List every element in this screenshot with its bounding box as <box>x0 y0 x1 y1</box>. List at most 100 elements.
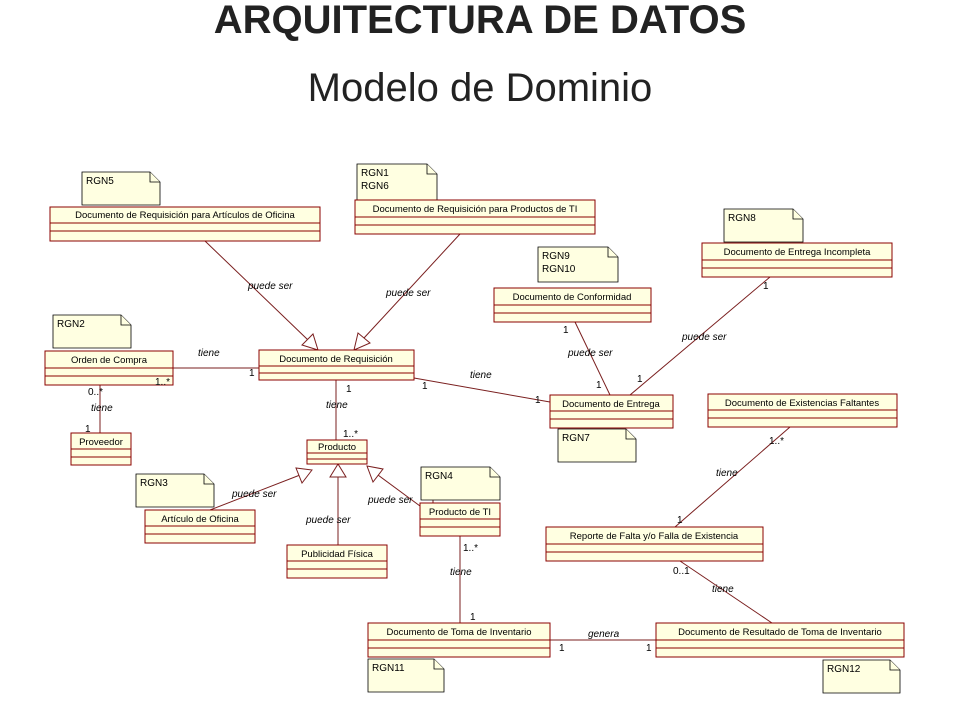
label-puede-ser: puede ser <box>681 332 727 343</box>
note-rgn7: RGN7 <box>557 428 637 463</box>
label-tiene: tiene <box>326 400 348 411</box>
gen-arrowhead <box>295 467 313 485</box>
page-subtitle: Modelo de Dominio <box>307 66 653 110</box>
assoc-incompleta-entrega <box>629 276 771 396</box>
class-name: Documento de Existencias Faltantes <box>725 398 879 409</box>
gen-req-ti <box>363 233 461 339</box>
multiplicity: 1..* <box>155 377 170 388</box>
multiplicity: 1 <box>596 380 602 391</box>
multiplicity: 1 <box>422 381 428 392</box>
association-labels: puede ser puede ser puede ser puede ser … <box>91 281 738 640</box>
class-requisicion: Documento de Requisición <box>258 349 415 381</box>
gen-arrowhead <box>366 465 384 484</box>
class-conformidad: Documento de Conformidad <box>493 287 652 323</box>
class-name: Documento de Toma de Inventario <box>386 627 531 638</box>
label-puede-ser: puede ser <box>367 495 413 506</box>
note-rgn5: RGN5 <box>81 171 161 206</box>
class-entrega-incompleta: Documento de Entrega Incompleta <box>701 242 893 278</box>
assoc-requisicion-entrega <box>413 377 551 403</box>
gen-arrowhead <box>301 333 319 351</box>
multiplicity: 1 <box>563 325 569 336</box>
multiplicity: 1..* <box>343 429 358 440</box>
class-name: Documento de Entrega <box>562 399 660 410</box>
class-publicidad: Publicidad Física <box>286 544 388 579</box>
multiplicity: 1 <box>470 612 476 623</box>
multiplicity: 1 <box>677 515 683 526</box>
class-articulo-oficina: Artículo de Oficina <box>144 509 256 544</box>
class-name: Orden de Compra <box>71 355 148 366</box>
class-req-oficina: Documento de Requisición para Artículos … <box>49 206 321 242</box>
class-name: Reporte de Falta y/o Falla de Existencia <box>570 531 739 542</box>
note-rgn12: RGN12 <box>822 659 901 694</box>
note-text: RGN7 <box>562 433 590 444</box>
gen-productoti-producto <box>377 474 421 507</box>
label-genera: genera <box>588 629 620 640</box>
note-rgn8: RGN8 <box>723 208 804 243</box>
note-text: RGN10 <box>542 264 576 275</box>
class-name: Producto de TI <box>429 507 491 518</box>
class-name: Publicidad Física <box>301 549 374 560</box>
label-puede-ser: puede ser <box>567 348 613 359</box>
gen-arrowhead <box>329 463 347 478</box>
class-producto-ti: Producto de TI <box>419 502 501 537</box>
class-name: Documento de Entrega Incompleta <box>724 247 872 258</box>
note-rgn9-rgn10: RGN9 RGN10 <box>537 246 619 283</box>
label-puede-ser: puede ser <box>231 489 277 500</box>
class-proveedor: Proveedor <box>70 432 132 466</box>
note-rgn3: RGN3 <box>135 473 215 508</box>
note-rgn4: RGN4 <box>420 466 501 501</box>
class-name: Documento de Requisición para Artículos … <box>75 210 295 221</box>
label-tiene: tiene <box>91 403 113 414</box>
class-name: Documento de Conformidad <box>513 292 632 303</box>
label-tiene: tiene <box>712 584 734 595</box>
note-text: RGN12 <box>827 664 861 675</box>
class-name: Documento de Requisición <box>279 354 393 365</box>
multiplicity: 1 <box>85 424 91 435</box>
note-rgn11: RGN11 <box>367 658 445 693</box>
note-text: RGN9 <box>542 251 570 262</box>
multiplicity: 1..* <box>463 543 478 554</box>
multiplicity: 1 <box>346 384 352 395</box>
gen-arrowhead <box>353 332 371 351</box>
gen-req-oficina <box>204 240 309 341</box>
multiplicity: 1 <box>559 643 565 654</box>
class-toma-inventario: Documento de Toma de Inventario <box>367 622 551 658</box>
class-reporte-falta: Reporte de Falta y/o Falla de Existencia <box>545 526 764 562</box>
class-name: Producto <box>318 442 356 453</box>
note-text: RGN1 <box>361 168 389 179</box>
assoc-conformidad-entrega <box>574 321 611 396</box>
class-req-ti: Documento de Requisición para Productos … <box>354 199 596 235</box>
class-producto: Producto <box>306 439 368 465</box>
note-text: RGN6 <box>361 181 389 192</box>
assoc-reporte-resultado <box>679 560 773 624</box>
note-text: RGN2 <box>57 319 85 330</box>
note-text: RGN4 <box>425 471 453 482</box>
label-puede-ser: puede ser <box>247 281 293 292</box>
multiplicity: 0..* <box>88 387 103 398</box>
label-tiene: tiene <box>198 348 220 359</box>
class-name: Documento de Requisición para Productos … <box>373 204 578 215</box>
class-existencias-faltantes: Documento de Existencias Faltantes <box>707 393 898 428</box>
assoc-existencias-reporte <box>674 426 791 528</box>
class-name: Artículo de Oficina <box>161 514 239 525</box>
label-puede-ser: puede ser <box>305 515 351 526</box>
multiplicity: 1 <box>249 368 255 379</box>
class-name: Proveedor <box>79 437 123 448</box>
multiplicity: 1..* <box>769 436 784 447</box>
note-rgn2: RGN2 <box>52 314 132 349</box>
label-tiene: tiene <box>470 370 492 381</box>
note-text: RGN11 <box>372 663 405 674</box>
multiplicity: 1 <box>637 374 643 385</box>
multiplicity: 0..1 <box>673 566 690 577</box>
multiplicity: 1 <box>763 281 769 292</box>
class-entrega: Documento de Entrega <box>549 394 674 429</box>
gen-articulo-producto <box>209 474 301 511</box>
note-text: RGN8 <box>728 213 756 224</box>
associations <box>99 233 791 641</box>
note-text: RGN3 <box>140 478 168 489</box>
note-text: RGN5 <box>86 176 114 187</box>
note-rgn1-rgn6: RGN1 RGN6 <box>356 163 438 201</box>
multiplicity: 1 <box>646 643 652 654</box>
multiplicities: 1..* 1 0..* 1 1 1..* 1 1 1 1 1 1 1..* 1 … <box>85 281 784 654</box>
